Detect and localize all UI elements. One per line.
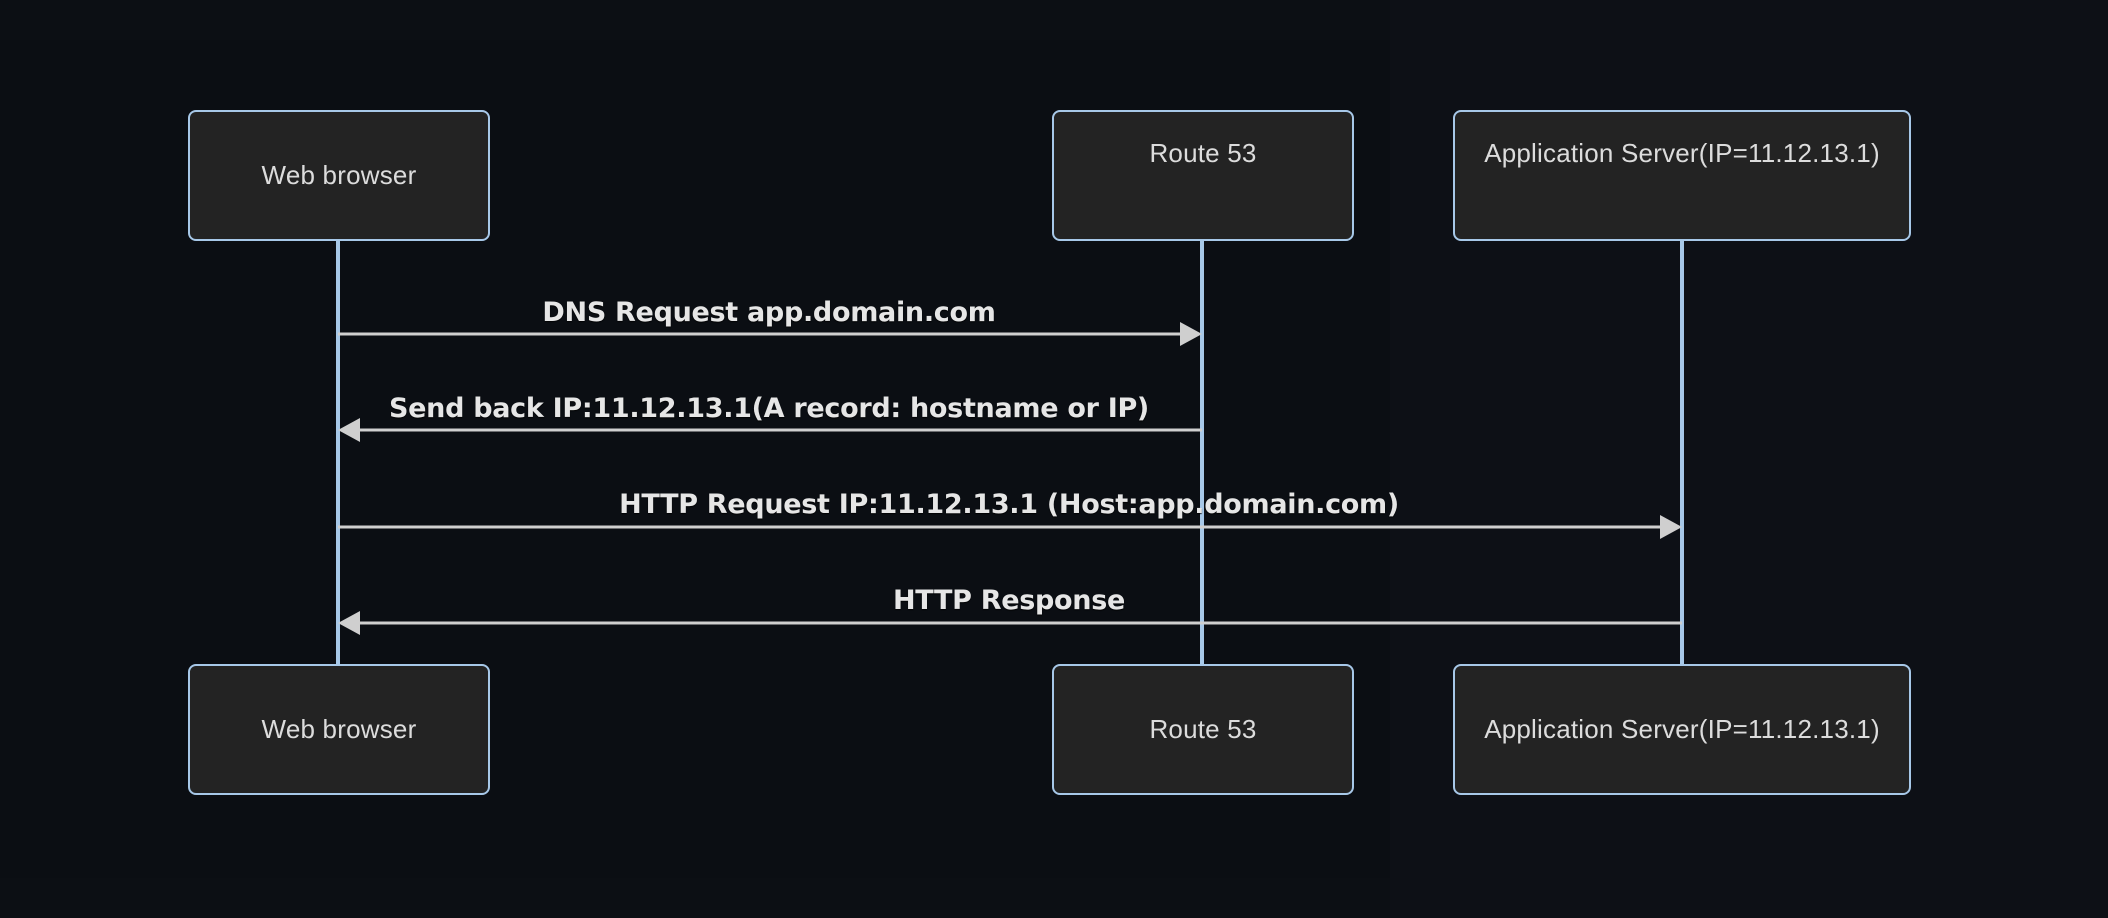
participant-box-bottom-browser[interactable]: Web browser [188, 664, 490, 795]
message-arrows-group [338, 322, 1682, 635]
message-arrowhead-4 [338, 611, 360, 635]
message-text: DNS Request app.domain.com [542, 297, 996, 328]
participant-box-top-appserver[interactable]: Application Server(IP=11.12.13.1) [1453, 110, 1911, 241]
message-label-send-back-ip: Send back IP:11.12.13.1(A record: hostna… [389, 393, 1149, 424]
participant-label: Route 53 [1149, 138, 1257, 168]
participant-label: Application Server(IP=11.12.13.1) [1484, 714, 1880, 744]
message-arrowhead-2 [338, 418, 360, 442]
lifelines-group [336, 241, 1684, 664]
participant-label: Route 53 [1149, 714, 1257, 744]
message-text: HTTP Request IP:11.12.13.1 (Host:app.dom… [619, 489, 1399, 520]
participant-label: Application Server(IP=11.12.13.1) [1484, 138, 1880, 168]
message-text: Send back IP:11.12.13.1(A record: hostna… [389, 393, 1149, 424]
participant-box-bottom-appserver[interactable]: Application Server(IP=11.12.13.1) [1453, 664, 1911, 795]
participant-label: Web browser [261, 714, 417, 744]
message-label-http-response: HTTP Response [893, 585, 1125, 616]
message-label-http-request: HTTP Request IP:11.12.13.1 (Host:app.dom… [619, 489, 1399, 520]
message-arrowhead-3 [1660, 515, 1682, 539]
participant-label: Web browser [261, 160, 417, 190]
participant-box-top-browser[interactable]: Web browser [188, 110, 490, 241]
participant-box-top-route53[interactable]: Route 53 [1052, 110, 1354, 241]
message-text: HTTP Response [893, 585, 1125, 616]
message-label-dns-request: DNS Request app.domain.com [542, 297, 995, 328]
participant-box-bottom-route53[interactable]: Route 53 [1052, 664, 1354, 795]
message-arrowhead-1 [1180, 322, 1202, 346]
